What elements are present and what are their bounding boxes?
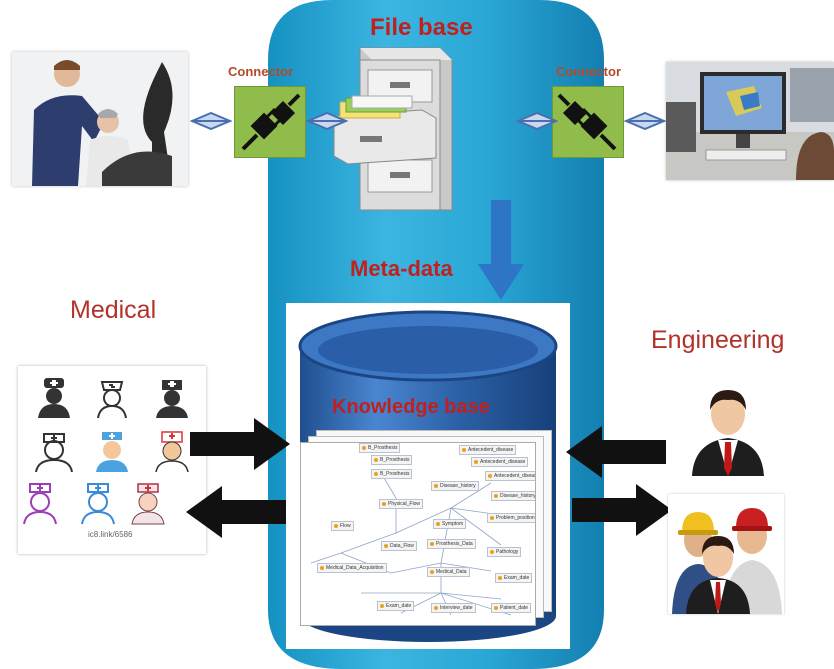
graph-node: Flow	[331, 521, 354, 531]
graph-node: Exam_date	[495, 573, 533, 583]
engineer-avatar-icon	[672, 508, 782, 614]
medical-label: Medical	[70, 296, 157, 324]
doctor-patient-image	[12, 52, 188, 186]
graph-node: Physical_Flow	[379, 499, 423, 509]
arrow-left-icon	[186, 486, 286, 538]
doctor-avatar-icon	[81, 483, 115, 525]
knowledge-base-title: Knowledge base	[332, 396, 490, 418]
connector-label-left: Connector	[228, 64, 293, 79]
graph-node: Disease_history	[491, 491, 535, 501]
graph-sheet: B_Prosthesis Antecedent_disease B_Prosth…	[300, 442, 536, 626]
doctor-avatar-icon	[97, 381, 127, 419]
graph-node: Medical_Data	[427, 567, 470, 577]
doctor-avatar-icon	[38, 378, 70, 418]
down-arrow-icon	[478, 200, 524, 300]
graph-node: Patient_date	[491, 603, 532, 613]
diamond-link-icon	[516, 112, 558, 130]
graph-node: Antecedent_disease	[459, 445, 517, 455]
arrow-right-icon	[190, 418, 290, 470]
graph-node: Antecedent_disease	[471, 457, 529, 467]
arrow-right-icon	[572, 484, 672, 536]
plug-icon	[241, 93, 301, 151]
medical-avatars-panel: ic8.link/6586	[18, 366, 206, 554]
nurse-avatar-icon	[96, 432, 128, 472]
file-cabinet-icon	[333, 47, 453, 211]
doctor-avatar-icon	[156, 380, 188, 418]
graph-node: Exam_date	[377, 601, 415, 611]
meta-data-title: Meta-data	[350, 256, 453, 281]
image-credit: ic8.link/6586	[88, 530, 133, 539]
file-base-title: File base	[370, 14, 473, 41]
nurse-avatar-icon	[23, 483, 57, 525]
graph-node: Medical_Data_Acquisition	[317, 563, 387, 573]
graph-node: Pathology	[487, 547, 522, 557]
doctor-avatar-icon	[35, 433, 73, 473]
graph-node: Data_Flow	[381, 541, 417, 551]
engineering-workstation-image	[666, 62, 834, 180]
graph-node: Interview_date	[431, 603, 476, 613]
graph-node: Prosthesis_Data	[427, 539, 476, 549]
graph-node: Antecedent_disease_date	[485, 471, 535, 481]
diamond-link-icon	[190, 112, 232, 130]
arrow-left-icon	[566, 426, 666, 478]
graph-node: B_Prosthesis	[371, 469, 413, 479]
graph-node: Problem_position	[487, 513, 535, 523]
graph-node: Disease_history	[431, 481, 479, 491]
graph-node: B_Prosthesis	[371, 455, 413, 465]
diamond-link-icon	[624, 112, 666, 130]
graph-node: B_Prosthesis	[359, 443, 401, 453]
graph-node: Symptom	[433, 519, 467, 529]
diamond-link-icon	[306, 112, 348, 130]
engineering-label: Engineering	[651, 326, 785, 354]
businessman-icon	[692, 390, 764, 476]
doctor-avatar-icon	[155, 431, 189, 473]
engineering-photo	[666, 62, 834, 180]
engineers-group	[668, 494, 784, 614]
medical-photo	[12, 52, 188, 186]
nurse-avatar-icon	[131, 483, 165, 525]
connector-label-right: Connector	[556, 64, 621, 79]
plug-icon	[557, 93, 617, 151]
connector-right	[552, 86, 624, 158]
connector-left	[234, 86, 306, 158]
graph-edges	[310, 472, 512, 616]
